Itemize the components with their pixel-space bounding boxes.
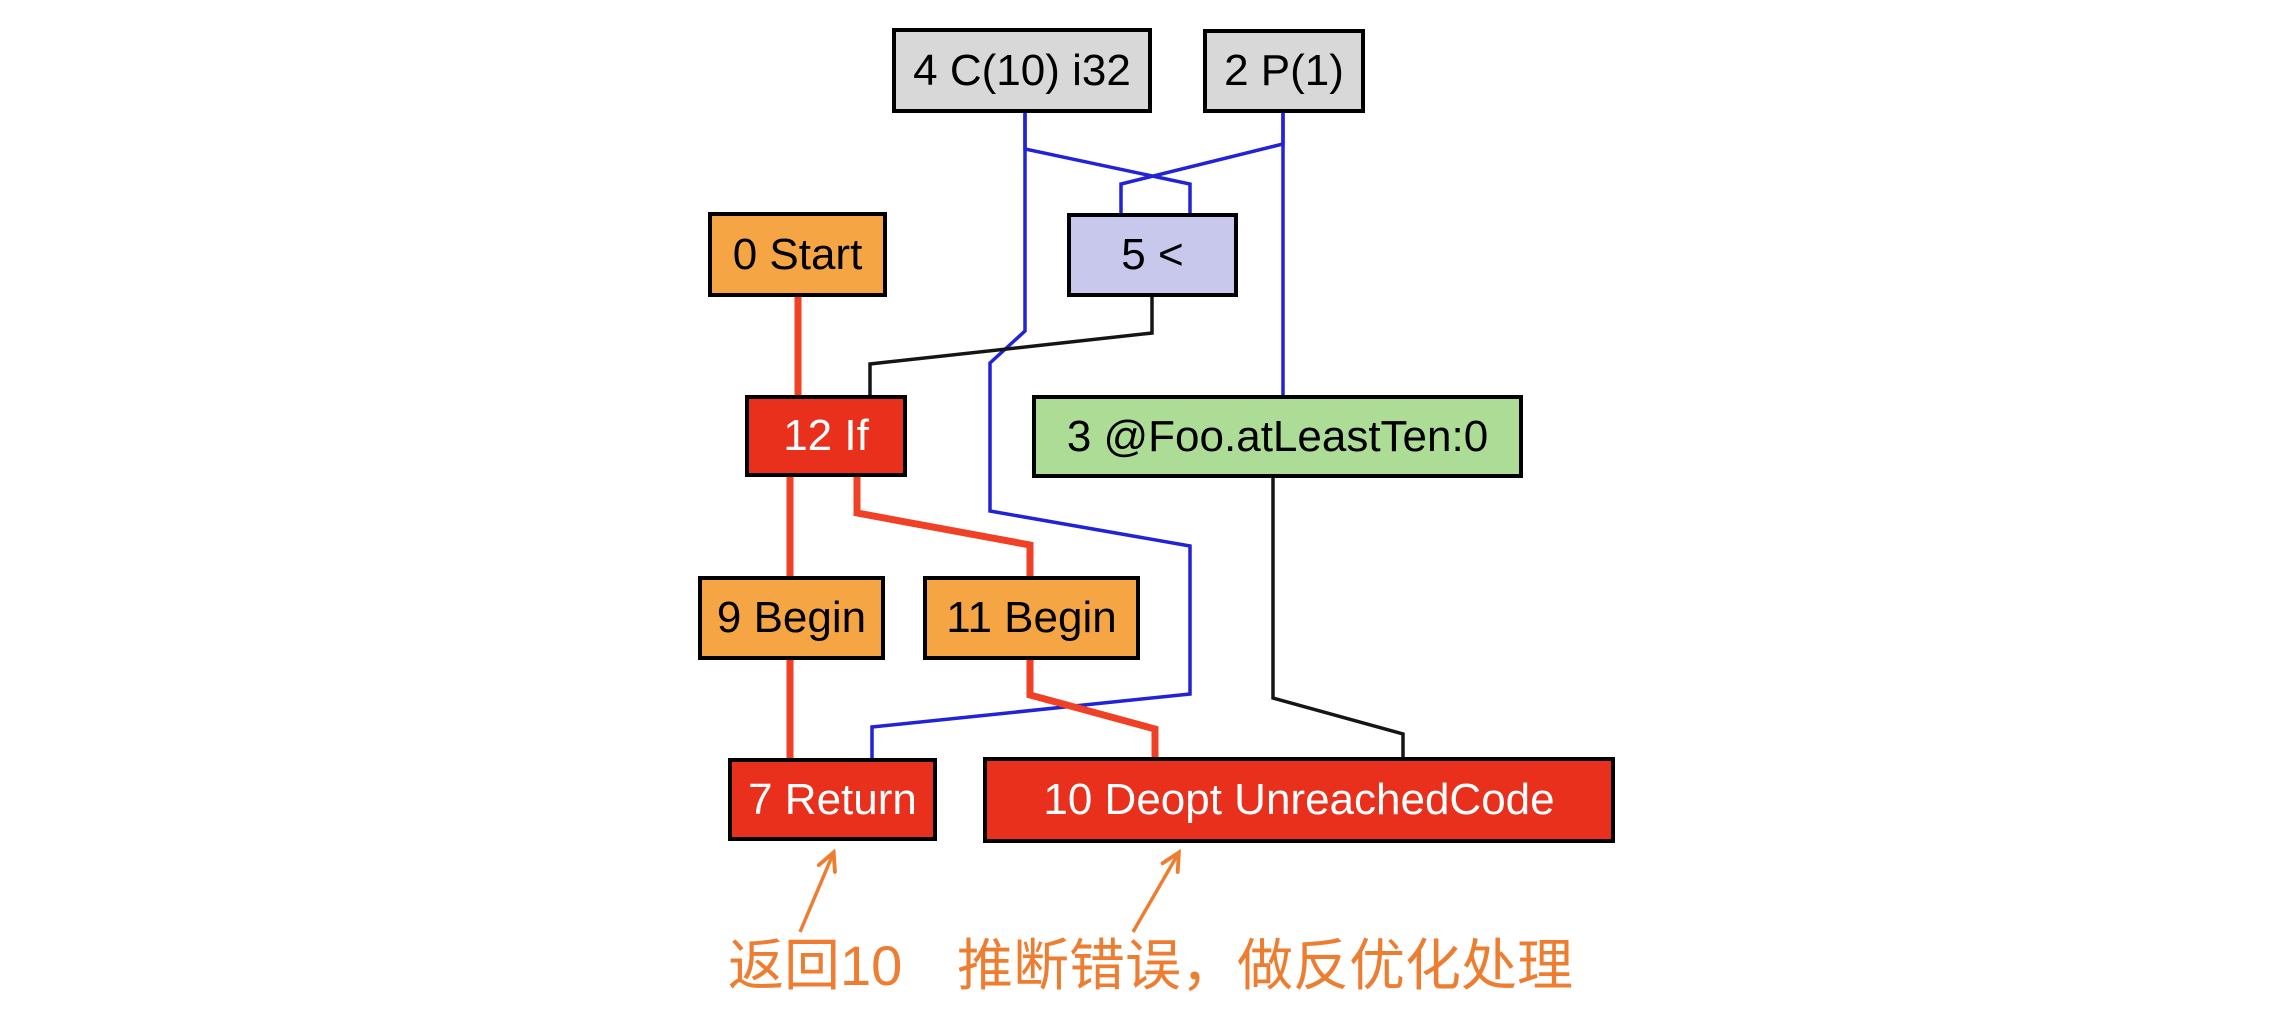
annotation-return-note: 返回10	[728, 934, 903, 997]
node-parameter-1: 2 P(1)	[1203, 29, 1365, 113]
node-constant-10: 4 C(10) i32	[892, 28, 1152, 113]
edge-c10-to-return	[870, 113, 1192, 761]
annotation-arrow-deopt	[1131, 854, 1178, 933]
edge-lt-to-if	[868, 296, 1154, 398]
edge-p1-to-lt	[1119, 113, 1285, 216]
edge-if-to-begin11	[853, 476, 1034, 579]
node-less-than: 5 <	[1067, 213, 1238, 297]
annotation-deopt-note: 推断错误，做反优化处理	[957, 934, 1573, 997]
node-framestate: 3 @Foo.atLeastTen:0	[1032, 395, 1523, 478]
node-if: 12 If	[745, 395, 907, 477]
node-deopt-unreachedcode: 10 Deopt UnreachedCode	[983, 757, 1615, 843]
annotation-arrow-return	[798, 854, 833, 933]
edge-begin11-to-deopt	[1026, 659, 1159, 760]
node-return: 7 Return	[728, 758, 937, 841]
edge-framestate-to-deopt	[1271, 477, 1405, 760]
node-start: 0 Start	[708, 212, 887, 297]
node-begin-11: 11 Begin	[923, 576, 1140, 660]
edge-c10-to-lt	[1023, 113, 1192, 216]
node-begin-9: 9 Begin	[698, 576, 885, 660]
